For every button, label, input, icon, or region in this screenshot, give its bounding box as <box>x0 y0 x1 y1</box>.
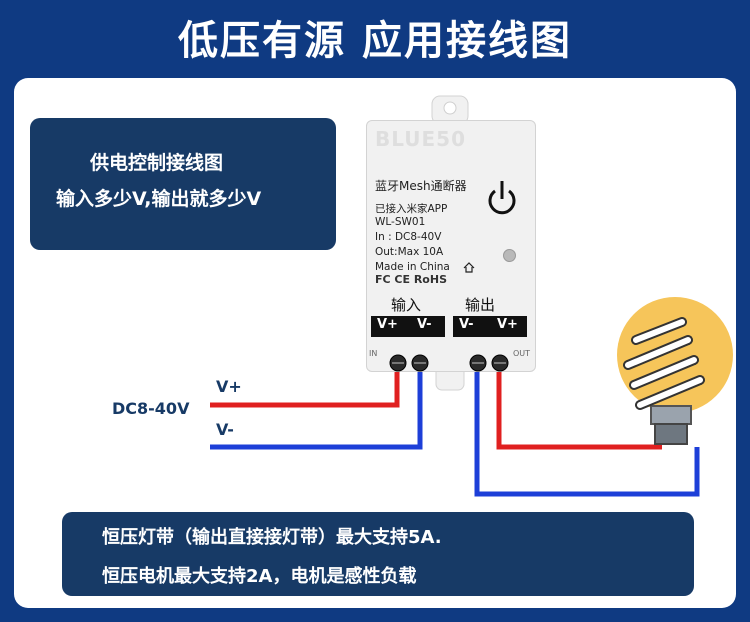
output-terminal-minus: V- <box>459 317 474 332</box>
device-brand: BLUE50 <box>375 127 467 151</box>
supply-positive-wire <box>210 360 400 408</box>
in-side-label: IN <box>369 349 378 358</box>
input-terminal-strip: V+ V- <box>371 316 445 337</box>
home-icon <box>463 262 475 273</box>
spiral-bulb-icon <box>623 317 705 445</box>
device-certifications: FC CE RoHS <box>375 273 447 286</box>
device-name: 蓝牙Mesh通断器 <box>375 179 467 193</box>
switch-device: BLUE50 蓝牙Mesh通断器 已接入米家APP WL-SW01 In : D… <box>366 120 536 372</box>
page-title: 低压有源 应用接线图 <box>178 18 572 64</box>
device-spec-input: In : DC8-40V <box>375 231 442 243</box>
info-box-bottom: 恒压灯带（输出直接接灯带）最大支持5A. 恒压电机最大支持2A，电机是感性负载 <box>62 512 694 596</box>
device-spec-output: Out:Max 10A <box>375 246 444 258</box>
info-top-line2: 输入多少V,输出就多少V <box>56 188 262 210</box>
info-top-line1: 供电控制接线图 <box>90 152 224 174</box>
supply-minus-label: V- <box>216 420 234 439</box>
device-spec-origin: Made in China <box>375 261 450 273</box>
out-side-label: OUT <box>513 349 531 358</box>
device-spec-model: WL-SW01 <box>375 216 426 228</box>
supply-voltage-label: DC8-40V <box>112 399 190 418</box>
device-spec-app: 已接入米家APP <box>375 203 448 215</box>
supply-negative-wire <box>210 360 423 450</box>
status-led <box>503 249 516 262</box>
info-bottom-line1: 恒压灯带（输出直接接灯带）最大支持5A. <box>102 527 442 548</box>
output-negative-wire <box>474 360 700 497</box>
input-section-label: 输入 <box>391 296 422 314</box>
screw-terminals <box>389 354 509 372</box>
power-icon <box>488 181 516 215</box>
input-terminal-minus: V- <box>417 317 432 332</box>
info-bottom-line2: 恒压电机最大支持2A，电机是感性负载 <box>102 566 417 587</box>
info-box-top: 供电控制接线图 输入多少V,输出就多少V <box>30 118 336 250</box>
input-terminal-plus: V+ <box>377 317 398 332</box>
output-section-label: 输出 <box>465 296 496 314</box>
output-terminal-strip: V- V+ <box>453 316 527 337</box>
output-positive-wire <box>496 360 662 450</box>
output-terminal-plus: V+ <box>497 317 518 332</box>
supply-plus-label: V+ <box>216 377 242 396</box>
